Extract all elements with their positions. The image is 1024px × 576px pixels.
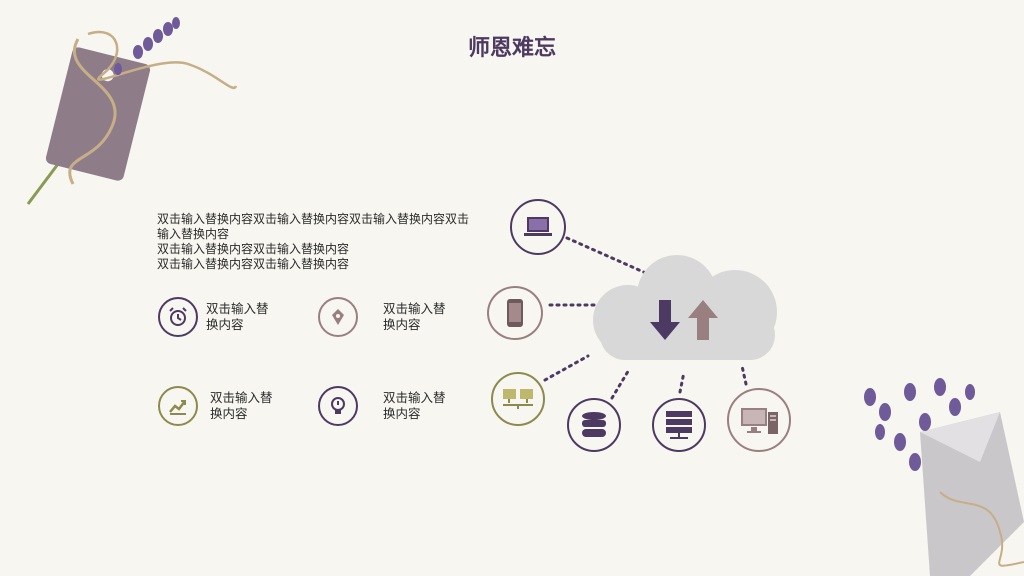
feature-label: 双击输入替换内容 [206, 301, 269, 332]
slide-title: 师恩难忘 [467, 36, 556, 61]
pen-icon [318, 297, 358, 337]
paragraph-line: 双击输入替换内容双击输入替换内容 [157, 257, 350, 271]
network-icon [491, 372, 545, 426]
alarm-clock-icon [158, 297, 198, 337]
intro-paragraph: 双击输入替换内容双击输入替换内容双击输入替换内容双击 输入替换内容 双击输入替换… [157, 212, 497, 272]
database-icon [567, 398, 621, 452]
lavender-tag-decoration [26, 17, 238, 205]
paragraph-line: 双击输入替换内容双击输入替换内容 [157, 242, 350, 256]
paragraph-line: 输入替换内容 [157, 227, 230, 241]
download-arrow-icon [650, 300, 680, 340]
server-icon [652, 398, 706, 452]
feature-item: 双击输入替换内容 [158, 386, 284, 426]
feature-item: 双击输入替换内容 [318, 386, 457, 426]
feature-label: 双击输入替换内容 [383, 390, 446, 421]
lavender-bouquet-decoration [864, 378, 1024, 576]
paragraph-line: 双击输入替换内容双击输入替换内容双击输入替换内容双击 [157, 212, 470, 226]
smartphone-icon [487, 286, 543, 340]
lightbulb-icon [318, 386, 358, 426]
laptop-icon [510, 199, 566, 255]
feature-label: 双击输入替换内容 [210, 390, 273, 421]
desktop-computer-icon [727, 388, 791, 452]
upload-arrow-icon [688, 300, 718, 340]
cloud-shape [593, 255, 777, 360]
feature-label: 双击输入替换内容 [383, 301, 446, 332]
feature-item: 双击输入替换内容 [318, 297, 457, 337]
chart-growth-icon [158, 386, 198, 426]
feature-item: 双击输入替换内容 [158, 297, 280, 337]
